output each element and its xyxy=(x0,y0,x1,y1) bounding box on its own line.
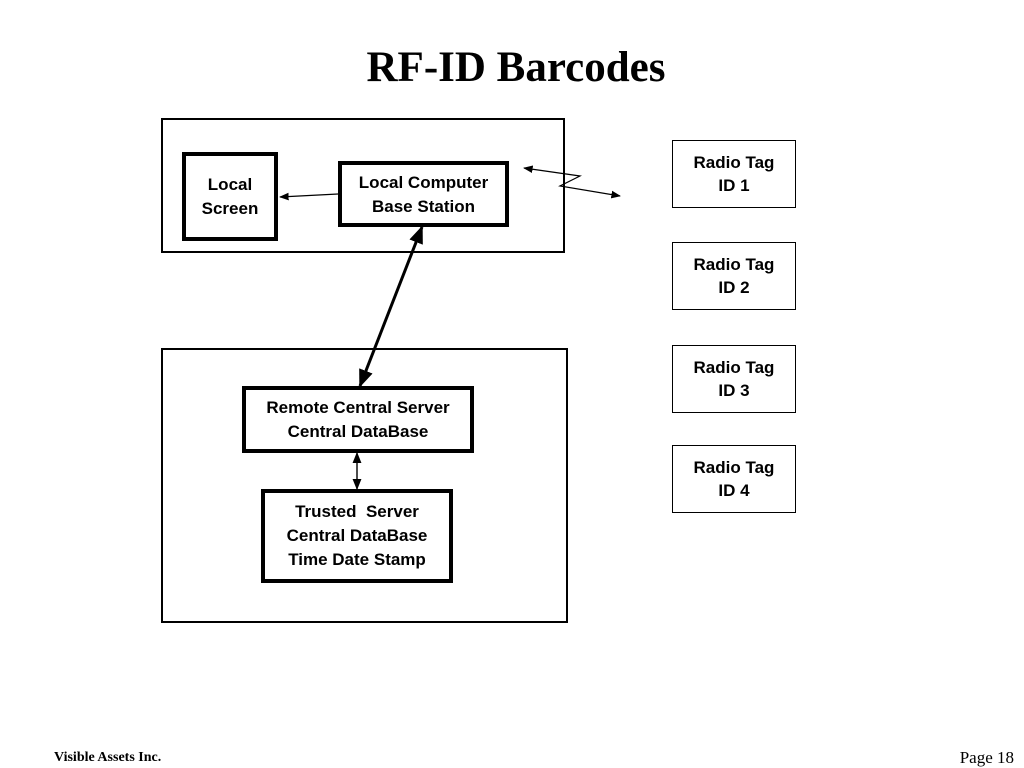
trusted-server-box: Trusted Server Central DataBase Time Dat… xyxy=(261,489,453,583)
base-station-label-line1: Local Computer xyxy=(358,173,489,192)
local-screen-box: Local Screen xyxy=(182,152,278,241)
radio-tag-1: Radio Tag ID 1 xyxy=(672,140,796,208)
footer-company: Visible Assets Inc. xyxy=(54,750,162,765)
radio-tag-label: Radio Tag xyxy=(693,255,775,274)
base-station-box: Local Computer Base Station xyxy=(338,161,509,227)
radio-tag-2: Radio Tag ID 2 xyxy=(672,242,796,310)
central-server-label-line2: Central DataBase xyxy=(287,421,429,441)
base-station-label-line2: Base Station xyxy=(372,197,475,216)
local-screen-label-line1: Local xyxy=(207,174,253,194)
slide-title: RF-ID Barcodes xyxy=(366,44,666,91)
central-server-label-line1: Remote Central Server xyxy=(266,397,450,417)
radio-tag-label: Radio Tag xyxy=(693,458,775,477)
footer-page-number: Page 18 xyxy=(959,748,1014,767)
radio-tag-label: Radio Tag xyxy=(693,153,775,172)
trusted-server-label-line3: Time Date Stamp xyxy=(288,550,426,569)
radio-tag-label: Radio Tag xyxy=(693,358,775,377)
local-screen-label-line2: Screen xyxy=(201,198,259,218)
radio-tag-id: ID 2 xyxy=(718,278,750,297)
trusted-server-label-line1: Trusted Server xyxy=(295,502,419,521)
trusted-server-label-line2: Central DataBase xyxy=(286,526,428,545)
radio-tag-id: ID 4 xyxy=(718,481,750,500)
radio-tag-3: Radio Tag ID 3 xyxy=(672,345,796,413)
central-server-box: Remote Central Server Central DataBase xyxy=(242,386,474,453)
radio-tag-id: ID 3 xyxy=(718,381,750,400)
radio-tag-id: ID 1 xyxy=(718,176,750,195)
radio-tag-4: Radio Tag ID 4 xyxy=(672,445,796,513)
